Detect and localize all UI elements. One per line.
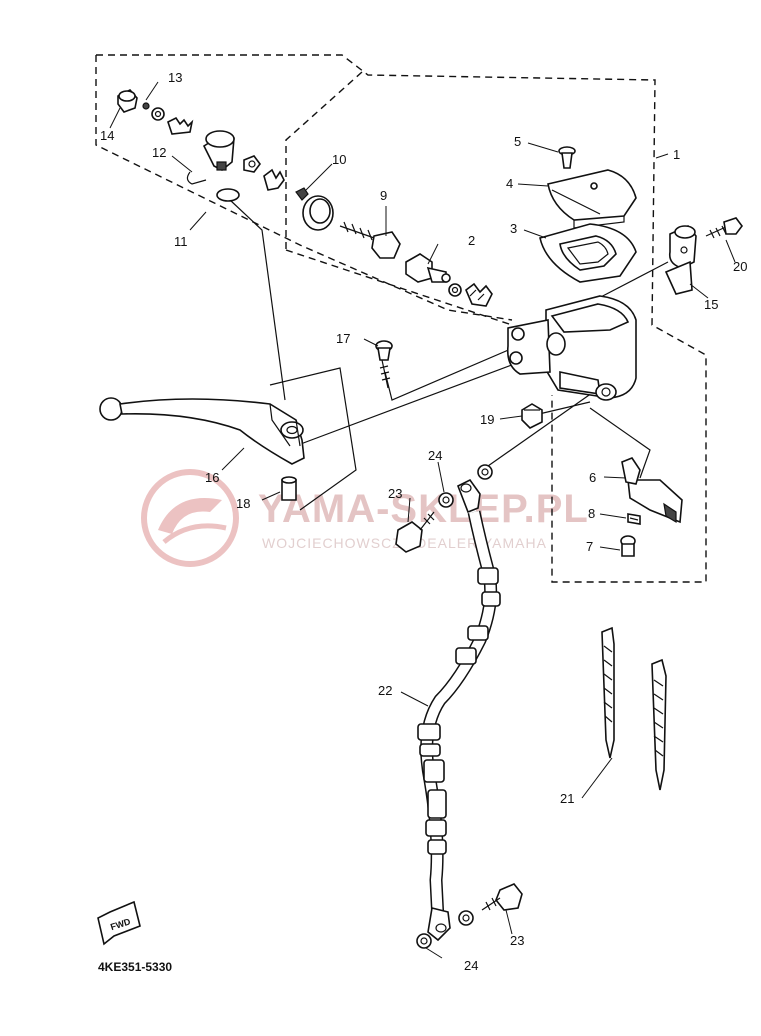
callout-23-lower: 23: [510, 933, 524, 948]
callout-19: 19: [480, 412, 494, 427]
lever-boundary-upper: [95, 55, 513, 321]
callout-9: 9: [380, 188, 387, 203]
callout-6: 6: [589, 470, 596, 485]
watermark-logo-swoosh: [158, 498, 222, 534]
small-spring: [167, 116, 194, 135]
callout-labels: 1 2 3 4 5 6 7 8 9 10 11 12 13 14 15 16 1…: [100, 70, 747, 973]
callout-7: 7: [586, 539, 593, 554]
brake-lever: [99, 397, 305, 465]
copper-washer-upper: [438, 464, 493, 508]
piston-cup: [448, 283, 462, 297]
piston-kit-boundary-lower: [285, 249, 513, 326]
callout-8: 8: [588, 506, 595, 521]
callout-14: 14: [100, 128, 114, 143]
reservoir-cap: [547, 169, 637, 229]
piston-boot: [302, 195, 334, 231]
circlip: [142, 102, 165, 121]
diagram-part-code: 4KE351-5330: [98, 960, 172, 974]
switch-bolt: [620, 535, 636, 557]
switch-screw: [627, 513, 641, 525]
retaining-clip: [186, 171, 207, 185]
assembly-boundaries: [95, 54, 707, 583]
guide-switch: [589, 407, 651, 479]
pivot-bushing: [281, 476, 297, 501]
callout-21: 21: [560, 791, 574, 806]
callout-10: 10: [332, 152, 346, 167]
callout-20: 20: [733, 259, 747, 274]
callout-2: 2: [468, 233, 475, 248]
leader-lines: [109, 81, 736, 959]
piston-boot-nut: [295, 187, 309, 201]
guide-lever-pivot: [229, 199, 286, 401]
brake-switch: [621, 457, 683, 524]
callout-4: 4: [506, 176, 513, 191]
master-cylinder-body: [506, 295, 637, 401]
callout-24-upper: 24: [428, 448, 442, 463]
cable-ties: [601, 626, 667, 791]
callout-16: 16: [205, 470, 219, 485]
return-spring: [465, 282, 493, 307]
guide-bolt-17: [384, 344, 521, 401]
watermark-logo-stripe: [162, 523, 227, 544]
watermark-logo-ring: [141, 469, 239, 567]
diaphragm: [539, 223, 637, 283]
callout-24-lower: 24: [464, 958, 478, 973]
brake-hose: [417, 478, 501, 942]
adjuster-nut: [243, 155, 261, 173]
callout-3: 3: [510, 221, 517, 236]
callout-1: 1: [673, 147, 680, 162]
guide-lever-axis: [297, 359, 526, 446]
callout-22: 22: [378, 683, 392, 698]
cap-screw: [558, 146, 576, 169]
piston-kit-boundary: [285, 71, 363, 250]
piston-assembly: [405, 253, 451, 283]
union-bolt-upper: [395, 511, 435, 553]
callout-15: 15: [704, 297, 718, 312]
callout-12: 12: [152, 145, 166, 160]
push-rod: [339, 221, 401, 259]
pivot-nut: [521, 403, 543, 429]
cable-tie-left: [601, 626, 615, 759]
watermark: YAMA-SKLEP.PL WOJCIECHOWSCZ | DEALER YAM…: [141, 469, 589, 567]
forward-arrow: FWD: [97, 900, 141, 946]
callout-13: 13: [168, 70, 182, 85]
callout-11: 11: [174, 234, 188, 249]
callout-17: 17: [336, 331, 350, 346]
lever-pivot-bolt: [375, 340, 393, 389]
watermark-title: YAMA-SKLEP.PL: [258, 487, 589, 531]
master-cylinder-boundary: [96, 54, 707, 583]
adjuster-plunger: [202, 130, 235, 171]
washer: [216, 188, 240, 202]
callout-23-upper: 23: [388, 486, 402, 501]
guide-lever-box: [269, 367, 357, 511]
union-bolt-lower: [481, 883, 523, 911]
adjuster-spring: [263, 168, 285, 191]
dust-cap: [117, 89, 138, 113]
handlebar-holder: [664, 225, 697, 295]
copper-washer-lower: [416, 910, 474, 949]
callout-5: 5: [514, 134, 521, 149]
guide-holder: [594, 261, 669, 301]
guide-banjo-top: [487, 392, 593, 467]
callout-18: 18: [236, 496, 250, 511]
holder-bolt: [705, 217, 743, 239]
